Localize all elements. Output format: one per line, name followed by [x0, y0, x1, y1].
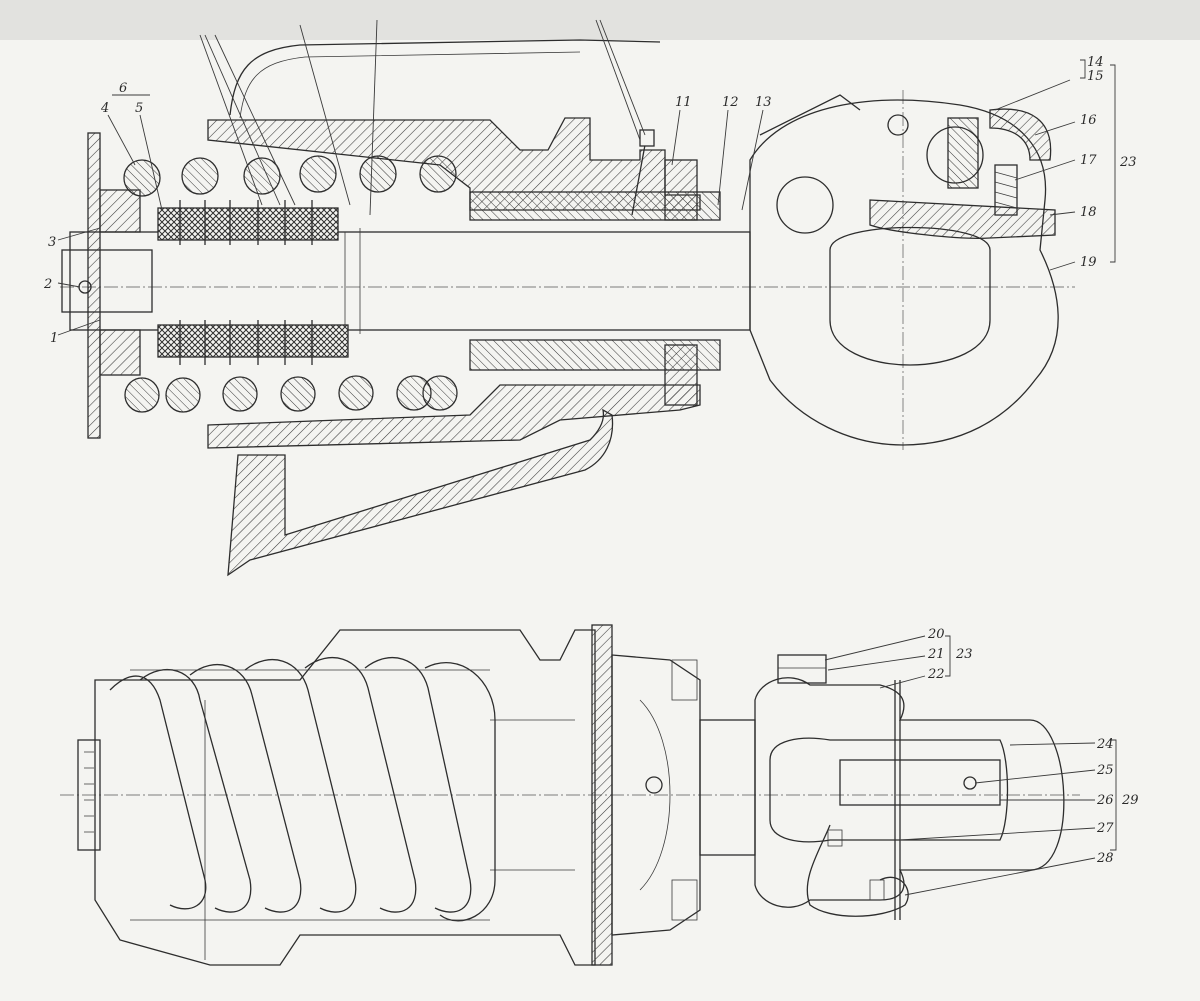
- callout-6: 6: [119, 81, 127, 96]
- callout-14: 14: [1087, 55, 1104, 70]
- grease-nipple: [631, 129, 655, 216]
- callout-19: 19: [1080, 255, 1097, 270]
- hook-exterior: [754, 654, 1065, 920]
- callout-12: 12: [722, 95, 739, 110]
- callout-23-top: 23: [1119, 155, 1137, 170]
- exterior-view: 20 21 22 23 24 25 26 27 28 29: [60, 624, 1139, 966]
- hook-pin: [839, 759, 1001, 806]
- callout-27: 27: [1096, 821, 1114, 836]
- callout-13: 13: [755, 95, 772, 110]
- callout-15: 15: [1087, 69, 1104, 84]
- callout-26: 26: [1096, 793, 1114, 808]
- sectional-view: 1 2 3 4 5 6 11 12 13 14 15 16 17 18 19 2…: [43, 19, 1137, 577]
- safety-chain: [806, 824, 909, 917]
- lock-spring: [994, 164, 1018, 216]
- washer-upper: [99, 189, 141, 233]
- callout-11: 11: [675, 95, 692, 110]
- callout-25: 25: [1096, 763, 1114, 778]
- rubber-pack-upper: [157, 200, 339, 245]
- lock-housing: [989, 108, 1052, 161]
- spring-coils-upper: [123, 155, 457, 197]
- hook-slot: [769, 737, 1009, 843]
- front-plate-ext: [77, 739, 101, 851]
- callout-28: 28: [1096, 851, 1114, 866]
- center-bolt: [645, 776, 663, 794]
- lock-nut: [777, 654, 827, 684]
- collar: [664, 159, 698, 221]
- callout-21: 21: [927, 647, 945, 662]
- callouts-top: 1 2 3 4 5 6 11 12 13 14 15 16 17 18 19 2…: [43, 55, 1137, 346]
- housing-lower: [207, 384, 701, 449]
- callout-22: 22: [927, 667, 945, 682]
- callout-29: 29: [1121, 793, 1139, 808]
- callout-20: 20: [927, 627, 945, 642]
- callout-17: 17: [1080, 153, 1097, 168]
- support-bracket: [227, 408, 614, 577]
- leaders-bottom: [824, 635, 1117, 896]
- callout-16: 16: [1080, 113, 1097, 128]
- housing-upper: [207, 117, 701, 211]
- callout-23-bottom: 23: [955, 647, 973, 662]
- draw-shaft: [69, 231, 751, 331]
- flange-ring: [591, 624, 613, 966]
- bracket-tube-top: [229, 39, 661, 116]
- callout-2: 2: [43, 277, 52, 292]
- callout-1: 1: [50, 331, 58, 346]
- spring-coils-exterior: [109, 657, 496, 922]
- callout-18: 18: [1080, 205, 1097, 220]
- spring-coils-lower: [124, 375, 458, 413]
- callouts-bottom: 20 21 22 23 24 25 26 27 28 29: [927, 627, 1139, 866]
- callout-4: 4: [100, 101, 109, 116]
- washer-lower: [99, 329, 141, 376]
- callout-3: 3: [48, 235, 56, 250]
- front-flange-plate: [87, 132, 101, 439]
- hook-body: [749, 94, 1059, 446]
- leaders-top: [57, 19, 1116, 336]
- callout-24: 24: [1096, 737, 1114, 752]
- rubber-pack-lower: [157, 320, 349, 365]
- shaft-exterior: [699, 719, 756, 856]
- shaft-head: [61, 249, 153, 313]
- flange-hub: [611, 654, 701, 936]
- callout-5: 5: [135, 101, 143, 116]
- hook-latch: [869, 199, 1056, 239]
- housing-exterior: [94, 629, 596, 966]
